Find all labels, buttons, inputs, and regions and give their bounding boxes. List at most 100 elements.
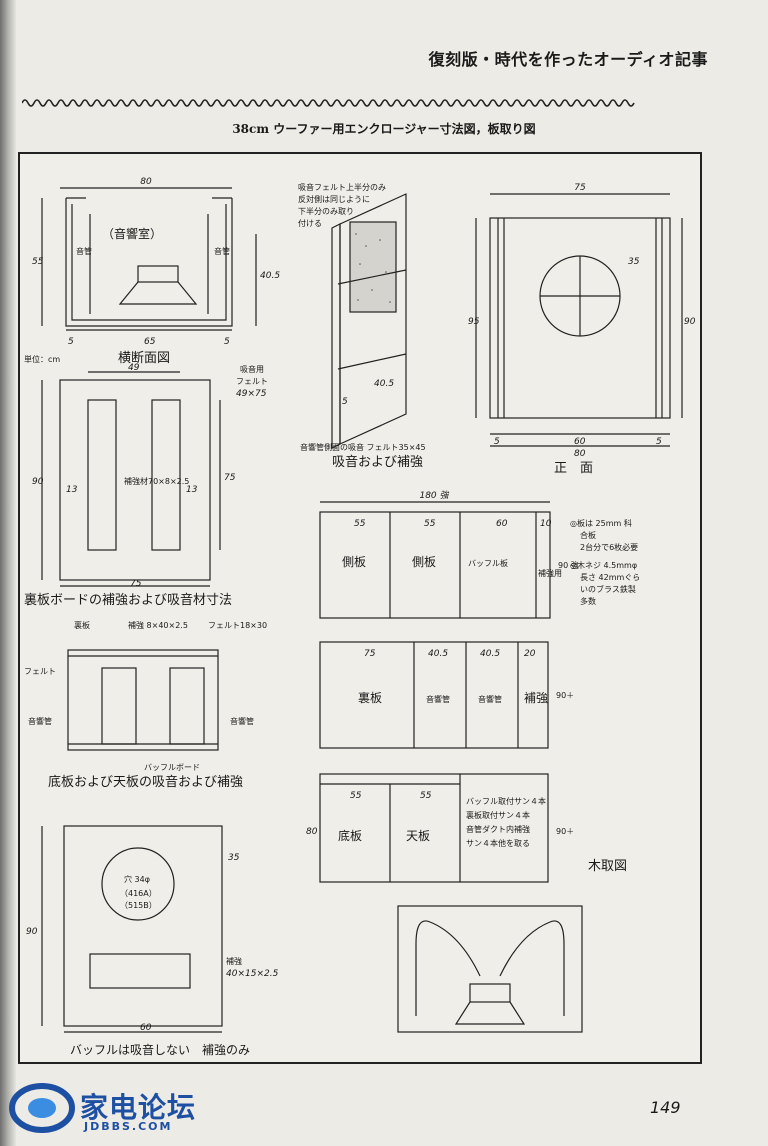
- dim-label: 55: [350, 791, 362, 801]
- dim-label: 20: [524, 649, 536, 659]
- dim-label: 90: [32, 477, 44, 487]
- dim-label: 90: [684, 317, 696, 327]
- note-line: 長さ 42mmぐら: [580, 573, 640, 582]
- bottom-top-board-drawing: [67, 649, 219, 751]
- note-line: 裏板取付サン４本: [466, 810, 530, 820]
- model-label: （515B）: [120, 901, 157, 910]
- part-label: バッフルボード: [144, 763, 200, 772]
- dim-label: 75: [574, 183, 586, 193]
- part-label: バッフル板: [468, 558, 508, 568]
- note-line: サン４本他を取る: [466, 838, 530, 848]
- duct-label: 音管: [214, 246, 230, 256]
- felt-texture: [355, 233, 391, 303]
- figure-title: 吸音および補強: [332, 454, 423, 470]
- part-label: 裏板: [74, 620, 90, 630]
- felt-label: 49×75: [236, 389, 267, 399]
- rib-label: 補強材70×8×2.5: [124, 476, 189, 486]
- drawing-frame: 80 （音響室） 音管 音管 55 40.5 5 65 5 単位：cm 横断面図…: [18, 152, 702, 1064]
- note-line: 多数: [580, 596, 596, 606]
- note-line: ◎木ネジ 4.5mmφ: [570, 560, 637, 570]
- part-label: 側板: [412, 555, 436, 569]
- site-logo: 家电论坛 JDBBS.COM: [8, 1080, 208, 1140]
- logo-text: 家电论坛: [80, 1091, 197, 1124]
- dim-label: 5: [342, 397, 348, 407]
- dim-label: 5: [224, 337, 230, 347]
- dim-label: 90 強: [558, 560, 579, 570]
- part-label: フェルト18×30: [208, 621, 267, 630]
- cut-plan-2: [319, 641, 549, 749]
- dim-label: 180 強: [419, 490, 449, 501]
- dim-label: 40.5: [260, 271, 280, 281]
- part-label: 音響管: [230, 716, 254, 726]
- dim-label: 5: [494, 437, 500, 447]
- cut-plan-3: [319, 773, 549, 883]
- note-line: 音管ダクト内補強: [466, 824, 530, 834]
- note-line: 2台分で6枚必要: [580, 542, 638, 552]
- duct-label: 音管: [76, 246, 92, 256]
- note-line: 付ける: [298, 218, 322, 228]
- note-line: ◎板は 25mm 科: [570, 518, 632, 528]
- dim-label: 80: [574, 449, 586, 459]
- page-number: 149: [650, 1098, 681, 1117]
- unit-label: 単位：cm: [24, 354, 60, 364]
- part-label: 裏板: [358, 690, 382, 705]
- dim-label: 13: [186, 485, 198, 495]
- dim-label: 35: [628, 257, 640, 267]
- note-line: 反対側は同じように: [298, 194, 370, 204]
- dim-label: 55: [32, 257, 44, 267]
- horn-sketch: [397, 905, 583, 1033]
- figure-title: 正 面: [554, 461, 593, 476]
- dim-label: 65: [144, 337, 156, 347]
- model-label: （416A）: [120, 889, 157, 898]
- dim-label: 60: [496, 519, 508, 529]
- figure-title: バッフルは吸音しない 補強のみ: [70, 1042, 250, 1057]
- dim-label: 13: [66, 485, 78, 495]
- note-line: バッフル取付サン４本: [466, 796, 546, 806]
- decorative-rule: [22, 99, 635, 107]
- rib-label: 40×15×2.5: [226, 969, 279, 979]
- dim-label: 49: [128, 363, 140, 373]
- dim-label: 90＋: [556, 691, 574, 700]
- cut-plan-1: [319, 501, 551, 619]
- part-label: 側板: [342, 555, 366, 569]
- part-label: 音響管: [426, 694, 450, 704]
- isometric-drawing: [331, 193, 407, 449]
- series-header: 復刻版・時代を作ったオーディオ記事: [428, 50, 708, 69]
- room-label: （音響室）: [102, 226, 162, 241]
- dim-label: 55: [354, 519, 366, 529]
- dim-label: 40.5: [428, 649, 448, 659]
- part-label: 補強 8×40×2.5: [128, 620, 188, 630]
- part-label: 音響管: [28, 716, 52, 726]
- dim-label: 60: [574, 437, 586, 447]
- dim-label: 75: [364, 649, 376, 659]
- dim-label: 10: [540, 519, 552, 529]
- figure-title: 裏板ボードの補強および吸音材寸法: [24, 592, 232, 608]
- rib-label: 補強: [226, 956, 242, 966]
- dim-label: 5: [68, 337, 74, 347]
- note-line: 下半分のみ取り: [298, 206, 354, 216]
- part-label: 天板: [406, 829, 430, 843]
- dim-label: 55: [420, 791, 432, 801]
- page-gutter-shadow: [0, 0, 16, 1146]
- dim-label: 75: [130, 579, 142, 589]
- technical-drawings: 80 （音響室） 音管 音管 55 40.5 5 65 5 単位：cm 横断面図…: [24, 177, 696, 1057]
- dim-label: 95: [468, 317, 480, 327]
- dim-label: 40.5: [480, 649, 500, 659]
- dim-label: 80: [306, 827, 318, 837]
- dim-label: 75: [224, 473, 236, 483]
- dim-label: 5: [656, 437, 662, 447]
- cross-section-drawing: [41, 187, 257, 331]
- part-label: 補強: [524, 691, 548, 705]
- logo-mark-icon: [9, 1083, 75, 1133]
- figure-caption: 38cm ウーファー用エンクロージャー寸法図，板取り図: [232, 122, 536, 136]
- sub-caption: 音響管側面の吸音 フェルト35×45: [300, 442, 426, 452]
- baffle-drawing: [41, 825, 223, 1033]
- dim-label: 55: [424, 519, 436, 529]
- note-line: いのブラス鉄製: [580, 584, 636, 594]
- figure-title: 木取図: [588, 859, 627, 874]
- part-label: 底板: [338, 828, 362, 843]
- logo-subtext: JDBBS.COM: [84, 1120, 173, 1133]
- hole-label: 穴 34φ: [124, 874, 150, 884]
- dim-label: 35: [228, 853, 240, 863]
- figure-title: 底板および天板の吸音および補強: [48, 774, 243, 790]
